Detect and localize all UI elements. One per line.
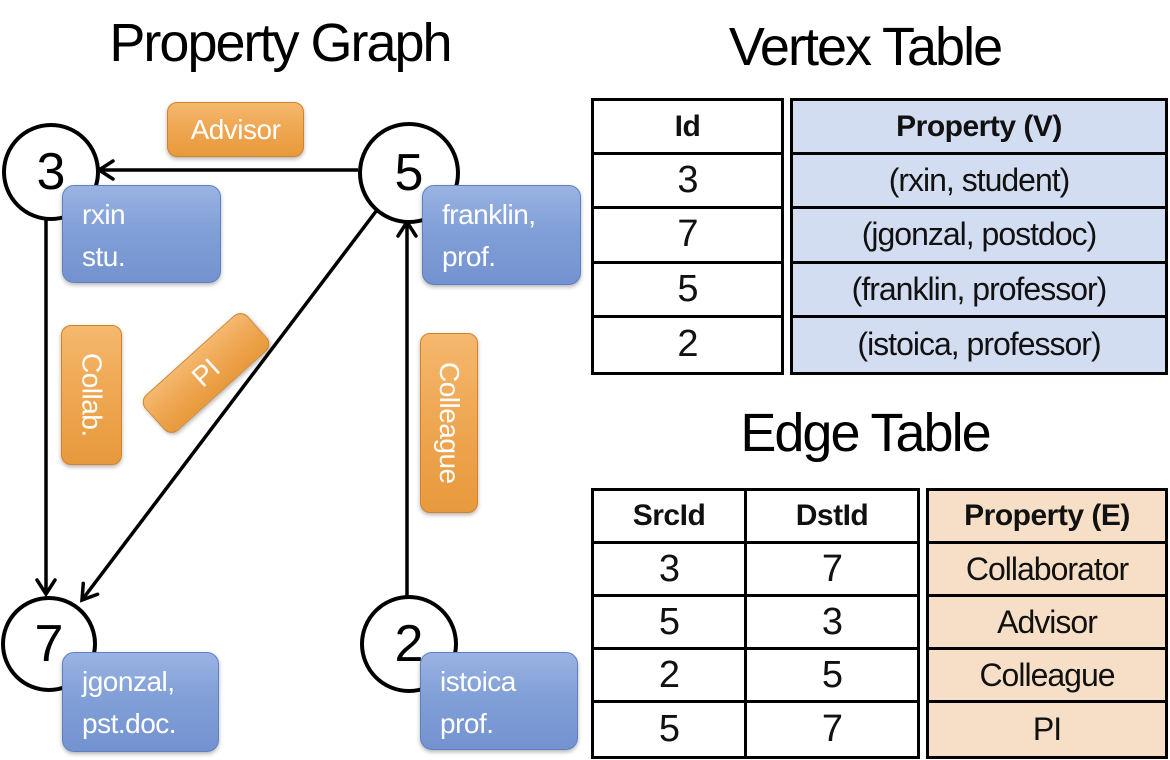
vertex-table-header-property: Property (V) (793, 101, 1165, 156)
node-5-property-line1: franklin, (442, 199, 536, 230)
vertex-table-id-column: Id 3 7 5 2 (591, 98, 784, 375)
node-3-property-line1: rxin (82, 199, 126, 230)
vertex-property-cell: (franklin, professor) (793, 263, 1165, 318)
edge-srcid-cell: 5 (594, 597, 744, 650)
node-7-id: 7 (34, 615, 64, 673)
edge-table-id-columns: SrcId 3 5 2 5 DstId 7 3 5 7 (591, 488, 920, 759)
edge-property-cell: Colleague (929, 650, 1165, 703)
node-3-property-line2: stu. (82, 241, 126, 272)
vertex-property-cell: (jgonzal, postdoc) (793, 209, 1165, 264)
edge-table-header-dstid: DstId (747, 491, 917, 544)
edge-label-advisor: Advisor (167, 102, 304, 157)
edge-label-collab: Collab. (61, 325, 122, 465)
edge-table-header-property: Property (E) (929, 491, 1165, 544)
node-5-property-box: franklin, prof. (422, 185, 581, 285)
vertex-table-header-id: Id (594, 101, 781, 156)
edge-5-to-7 (80, 204, 382, 603)
edge-srcid-cell: 5 (658, 708, 680, 750)
vertex-id-cell: 5 (594, 264, 781, 318)
node-3-property-box: rxin stu. (62, 185, 221, 283)
vertex-id-cell: 2 (677, 323, 698, 366)
node-3-id: 3 (36, 143, 66, 201)
edge-dstid-cell: 5 (747, 650, 917, 703)
edge-label-colleague: Colleague (420, 333, 478, 513)
edge-property-cell: PI (929, 703, 1165, 756)
edge-dstid-cell: 7 (747, 544, 917, 597)
node-7-property-line1: jgonzal, (82, 666, 175, 697)
edge-table-header-srcid: SrcId (594, 491, 744, 544)
graph-node-2: 2 (360, 595, 458, 693)
edge-dstid-cell: 7 (821, 708, 843, 750)
node-7-property-line2: pst.doc. (82, 708, 177, 739)
edge-table-property-column: Property (E) Collaborator Advisor Collea… (926, 488, 1168, 759)
graph-edges-layer (35, 159, 418, 603)
edge-table-dstid-column: DstId 7 3 5 7 (744, 491, 917, 756)
edge-table-title: Edge Table (740, 403, 991, 463)
node-5-property-line2: prof. (442, 241, 496, 272)
property-graph-title: Property Graph (109, 13, 452, 73)
vertex-property-cell: (istoica, professor) (793, 317, 1165, 372)
node-5-id: 5 (394, 144, 424, 202)
node-2-property-line1: istoica (440, 666, 516, 697)
node-2-property-line2: prof. (440, 708, 494, 739)
vertex-id-cell: 7 (594, 209, 781, 264)
node-2-property-box: istoica prof. (420, 652, 578, 750)
edge-srcid-cell: 2 (594, 650, 744, 703)
edge-property-cell: Collaborator (929, 544, 1165, 597)
vertex-table-title: Vertex Table (728, 17, 1003, 77)
edge-srcid-cell: 3 (594, 544, 744, 597)
edge-dstid-cell: 3 (747, 597, 917, 650)
node-7-property-box: jgonzal, pst.doc. (62, 652, 219, 752)
edge-table-srcid-column: SrcId 3 5 2 5 (594, 491, 744, 756)
vertex-table-property-column: Property (V) (rxin, student) (jgonzal, p… (790, 98, 1168, 375)
edge-property-cell: Advisor (929, 597, 1165, 650)
node-2-id: 2 (394, 615, 424, 673)
vertex-id-cell: 3 (594, 155, 781, 210)
vertex-property-cell: (rxin, student) (793, 155, 1165, 210)
